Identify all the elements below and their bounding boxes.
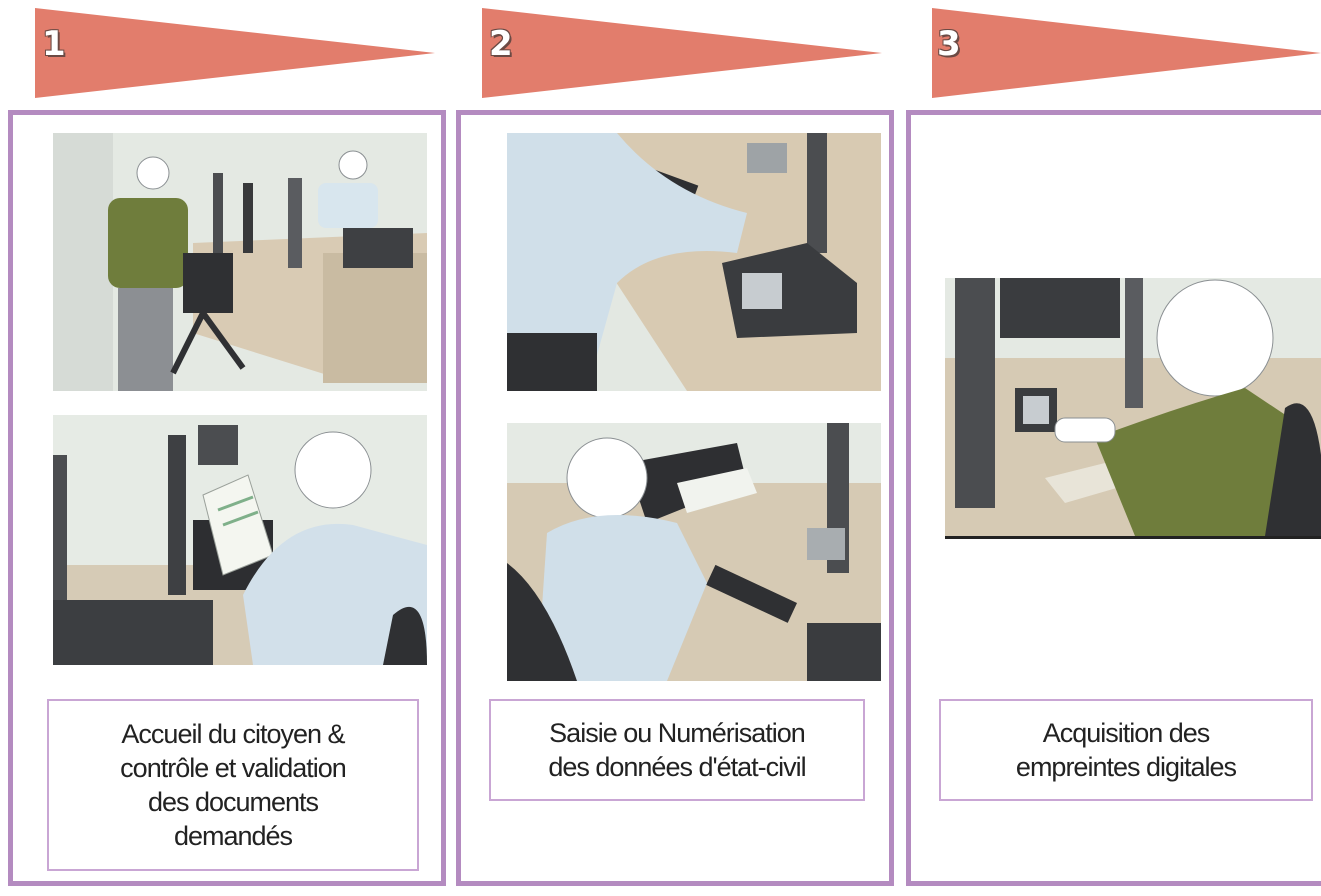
step-1-number: 1 [42, 24, 66, 64]
step-2-panel: Saisie ou Numérisation des données d'éta… [456, 110, 894, 886]
step-2-arrow [482, 8, 882, 98]
agent-data-entry-illustration [507, 133, 881, 391]
step-3-panel: Acquisition des empreintes digitales [906, 110, 1321, 886]
citizen-at-desk-illustration [53, 133, 427, 391]
agent-checking-documents-illustration [53, 415, 427, 665]
step-2-caption: Saisie ou Numérisation des données d'éta… [489, 699, 865, 801]
step-3-arrow [932, 8, 1321, 98]
step-3-number: 3 [937, 24, 961, 64]
step-2-number: 2 [489, 24, 513, 64]
step-3-caption: Acquisition des empreintes digitales [939, 699, 1313, 801]
agent-scanning-document-illustration [507, 423, 881, 681]
fingerprint-capture-illustration [945, 278, 1321, 539]
step-1-panel: Accueil du citoyen & contrôle et validat… [8, 110, 446, 886]
step-1-arrow [35, 8, 435, 98]
step-1-caption: Accueil du citoyen & contrôle et validat… [47, 699, 419, 871]
